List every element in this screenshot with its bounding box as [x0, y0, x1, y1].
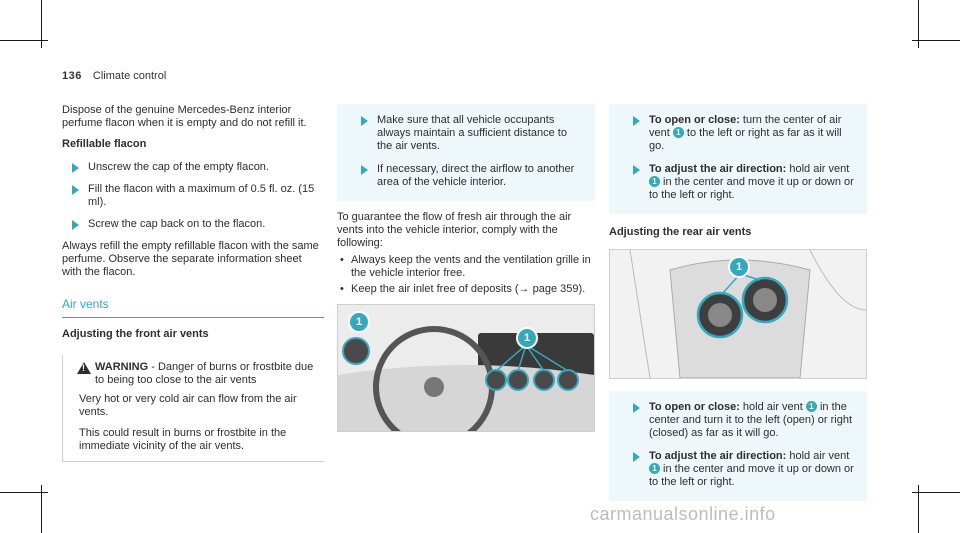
step: To open or close: turn the center of air…: [623, 114, 855, 153]
arrow-icon: [72, 163, 79, 173]
step-text: hold air vent: [739, 401, 806, 413]
arrow-icon: [361, 165, 368, 175]
step-text: If necessary, direct the airflow to anot…: [377, 163, 575, 188]
step-text: Screw the cap back on to the flacon.: [88, 218, 266, 230]
bullet-list: Always keep the vents and the ventilatio…: [337, 254, 595, 296]
warning-paragraph: This could result in burns or frostbite …: [79, 427, 287, 452]
refill-note: Always refill the empty refillable flaco…: [62, 240, 319, 278]
step-bold: To adjust the air direction:: [649, 450, 787, 462]
crop-mark: [918, 0, 919, 48]
step-text: hold air vent: [786, 450, 850, 462]
crop-mark: [918, 485, 919, 533]
step: Fill the flacon with a maximum of 0.5 fl…: [62, 183, 324, 209]
rear-console-illustration: [610, 250, 866, 378]
warning-label: WARNING: [95, 361, 149, 373]
section-divider: [62, 317, 324, 318]
watermark: carmanualsonline.info: [590, 504, 776, 524]
warning-box: WARNING - Danger of burns or frostbite d…: [62, 355, 324, 462]
step-bold: To open or close:: [649, 114, 740, 126]
arrow-icon: [633, 403, 640, 413]
column-right: To open or close: turn the center of air…: [609, 104, 867, 511]
step: Make sure that all vehicle occupants alw…: [351, 114, 583, 153]
warning-paragraph: Very hot or very cold air can flow from …: [79, 393, 297, 418]
arrow-icon: [361, 116, 368, 126]
subheading: Adjusting the front air vents: [62, 328, 209, 340]
step: Unscrew the cap of the empty flacon.: [62, 161, 324, 174]
page-header: 136 Climate control: [62, 70, 166, 83]
step-text: to the left or right as far as it will g…: [649, 127, 842, 152]
step-text: turn the center of air vent: [649, 114, 842, 139]
arrow-icon: [633, 165, 640, 175]
step-text: Make sure that all vehicle occupants alw…: [377, 114, 567, 152]
intro-paragraph: Dispose of the genuine Mercedes-Benz int…: [62, 104, 307, 129]
front-vents-figure: 1 1: [337, 304, 595, 432]
column-middle: Make sure that all vehicle occupants alw…: [337, 104, 595, 432]
crop-mark: [41, 485, 42, 533]
step: If necessary, direct the airflow to anot…: [351, 163, 583, 189]
column-left: Dispose of the genuine Mercedes-Benz int…: [62, 104, 324, 462]
callout-marker: 1: [348, 311, 370, 333]
section-title: Air vents: [62, 297, 109, 311]
dashboard-illustration: [338, 305, 594, 431]
warning-header: WARNING - Danger of burns or frostbite d…: [77, 361, 316, 387]
step-text: Fill the flacon with a maximum of 0.5 fl…: [88, 183, 315, 208]
step-text: in the center and turn it to the left (o…: [649, 401, 853, 439]
step-text: in the center and move it up or down or …: [649, 176, 854, 201]
rear-subheading: Adjusting the rear air vents: [609, 226, 752, 238]
list-item: Always keep the vents and the ventilatio…: [337, 254, 595, 280]
note-box: To open or close: turn the center of air…: [609, 104, 867, 214]
step-text: in the center and move it up or down or …: [649, 463, 854, 488]
rear-vents-figure: 1: [609, 249, 867, 379]
vent-badge: 1: [672, 127, 684, 138]
callout-marker: 1: [728, 256, 750, 278]
arrow-icon: [72, 220, 79, 230]
crop-mark: [0, 40, 48, 41]
vent-badge: 1: [649, 463, 660, 474]
crop-mark: [0, 492, 48, 493]
step-bold: To open or close:: [649, 401, 740, 413]
paragraph: To guarantee the flow of fresh air throu…: [337, 211, 572, 249]
crop-mark: [41, 0, 42, 48]
warning-icon: [77, 362, 91, 374]
step-bold: To adjust the air direction:: [649, 163, 787, 175]
crop-mark: [912, 40, 960, 41]
step: Screw the cap back on to the flacon.: [62, 218, 324, 231]
step: To open or close: hold air vent 1 in the…: [623, 401, 855, 440]
refill-title: Refillable flacon: [62, 138, 147, 150]
vent-badge: 1: [649, 176, 660, 187]
note-box: To open or close: hold air vent 1 in the…: [609, 391, 867, 501]
crop-mark: [912, 492, 960, 493]
vent-badge: 1: [805, 401, 817, 412]
callout-marker: 1: [516, 327, 538, 349]
step-text: Unscrew the cap of the empty flacon.: [88, 161, 269, 173]
step-text: hold air vent: [786, 163, 850, 175]
note-box: Make sure that all vehicle occupants alw…: [337, 104, 595, 201]
step: To adjust the air direction: hold air ve…: [623, 163, 855, 202]
step: To adjust the air direction: hold air ve…: [623, 450, 855, 489]
page-number: 136: [62, 70, 82, 82]
list-item: Keep the air inlet free of deposits (→ p…: [337, 283, 595, 296]
arrow-icon: [633, 116, 640, 126]
arrow-icon: [633, 452, 640, 462]
arrow-icon: [72, 185, 79, 195]
warning-text: - Danger of burns or frostbite due to be…: [95, 361, 314, 386]
chapter-title: Climate control: [92, 70, 167, 82]
